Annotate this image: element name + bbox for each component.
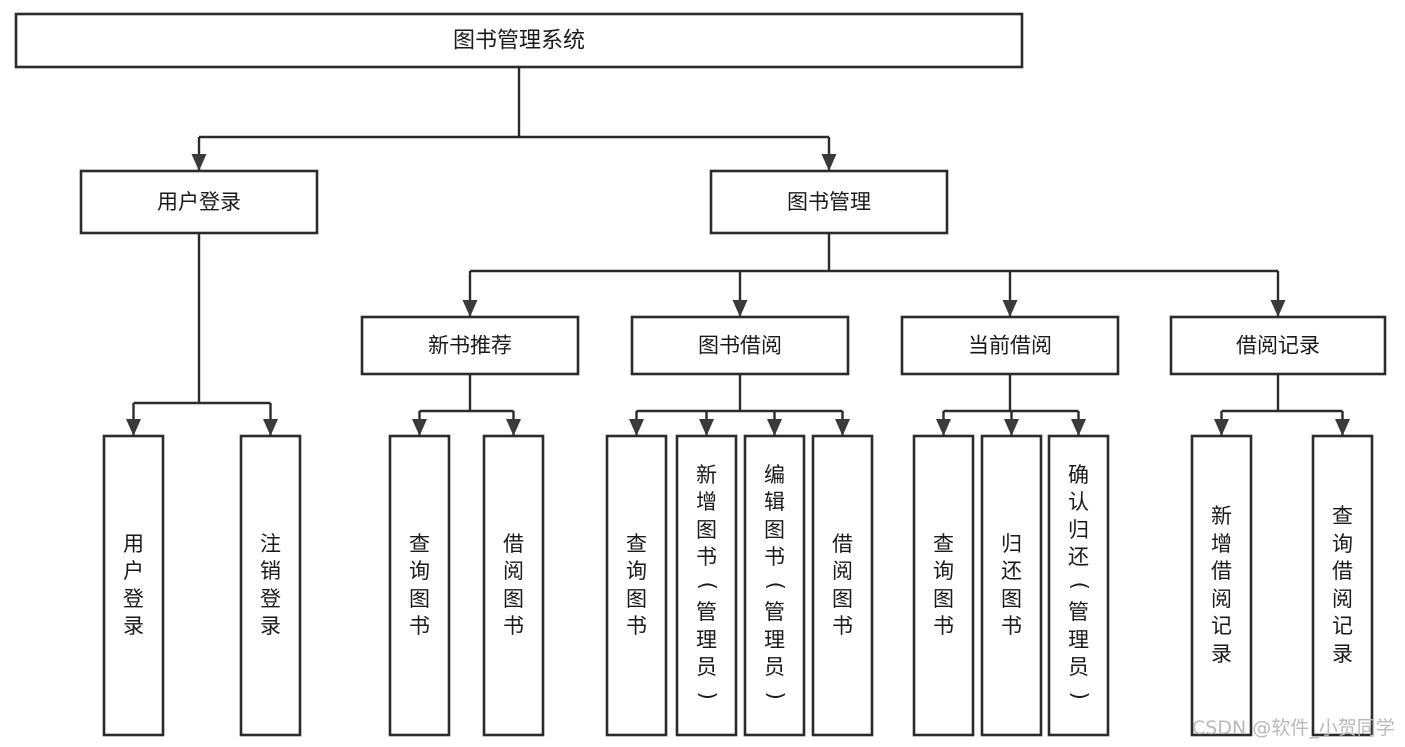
connector-arrowhead bbox=[767, 419, 782, 436]
node-box-leaf-borrow-book[interactable] bbox=[811, 434, 874, 737]
connector-arrowhead bbox=[1002, 300, 1018, 317]
connector-arrowhead bbox=[263, 419, 278, 436]
connector-arrowhead bbox=[1214, 419, 1229, 436]
connector-arrowhead bbox=[1004, 419, 1019, 436]
node-box-root[interactable] bbox=[14, 12, 1024, 69]
node-box-leaf-rec-borrow-book[interactable] bbox=[482, 434, 545, 737]
connector-arrowhead bbox=[1335, 419, 1350, 436]
node-box-leaf-confirm-return-admin[interactable] bbox=[1047, 434, 1110, 737]
node-label-book-manage: 图书管理 bbox=[787, 190, 871, 214]
node-box-borrow-record[interactable] bbox=[1169, 315, 1387, 376]
connector-arrowhead bbox=[412, 419, 427, 436]
node-label-user-login: 用户登录 bbox=[157, 190, 241, 214]
node-box-leaf-user-logout[interactable] bbox=[239, 434, 302, 737]
node-box-user-login[interactable] bbox=[79, 169, 319, 235]
node-label-borrow-record: 借阅记录 bbox=[1236, 334, 1320, 358]
node-box-leaf-rec-query-book[interactable] bbox=[388, 434, 451, 737]
node-box-current-borrow[interactable] bbox=[900, 315, 1120, 376]
node-box-leaf-user-login[interactable] bbox=[102, 434, 165, 737]
node-box-book-manage[interactable] bbox=[709, 169, 949, 235]
node-label-book-borrow: 图书借阅 bbox=[698, 334, 782, 358]
node-box-leaf-add-book-admin[interactable] bbox=[675, 434, 738, 737]
connector-arrowhead bbox=[629, 419, 644, 436]
node-box-new-book-rec[interactable] bbox=[360, 315, 580, 376]
node-label-new-book-rec: 新书推荐 bbox=[428, 334, 512, 358]
node-label-current-borrow: 当前借阅 bbox=[968, 334, 1052, 358]
connector-arrowhead bbox=[126, 419, 141, 436]
node-box-leaf-return-book[interactable] bbox=[980, 434, 1043, 737]
connector-arrowhead bbox=[821, 154, 837, 171]
connector-arrowhead bbox=[732, 300, 748, 317]
connector-arrowhead bbox=[506, 419, 521, 436]
connector-arrowhead bbox=[936, 419, 951, 436]
node-box-leaf-add-borrow-record[interactable] bbox=[1190, 434, 1253, 737]
connector-arrowhead bbox=[835, 419, 850, 436]
connector-arrowhead bbox=[699, 419, 714, 436]
node-box-leaf-edit-book-admin[interactable] bbox=[743, 434, 806, 737]
node-box-book-borrow[interactable] bbox=[630, 315, 850, 376]
node-label-root: 图书管理系统 bbox=[453, 29, 585, 54]
node-box-leaf-cur-query-book[interactable] bbox=[912, 434, 975, 737]
connector-arrowhead bbox=[1071, 419, 1086, 436]
connector-arrowhead bbox=[191, 154, 207, 171]
connector-arrowhead bbox=[462, 300, 478, 317]
node-box-leaf-borrow-query-book[interactable] bbox=[605, 434, 668, 737]
connector-layer bbox=[126, 67, 1350, 436]
connector-arrowhead bbox=[1270, 300, 1286, 317]
node-box-leaf-query-borrow-record[interactable] bbox=[1311, 434, 1374, 737]
